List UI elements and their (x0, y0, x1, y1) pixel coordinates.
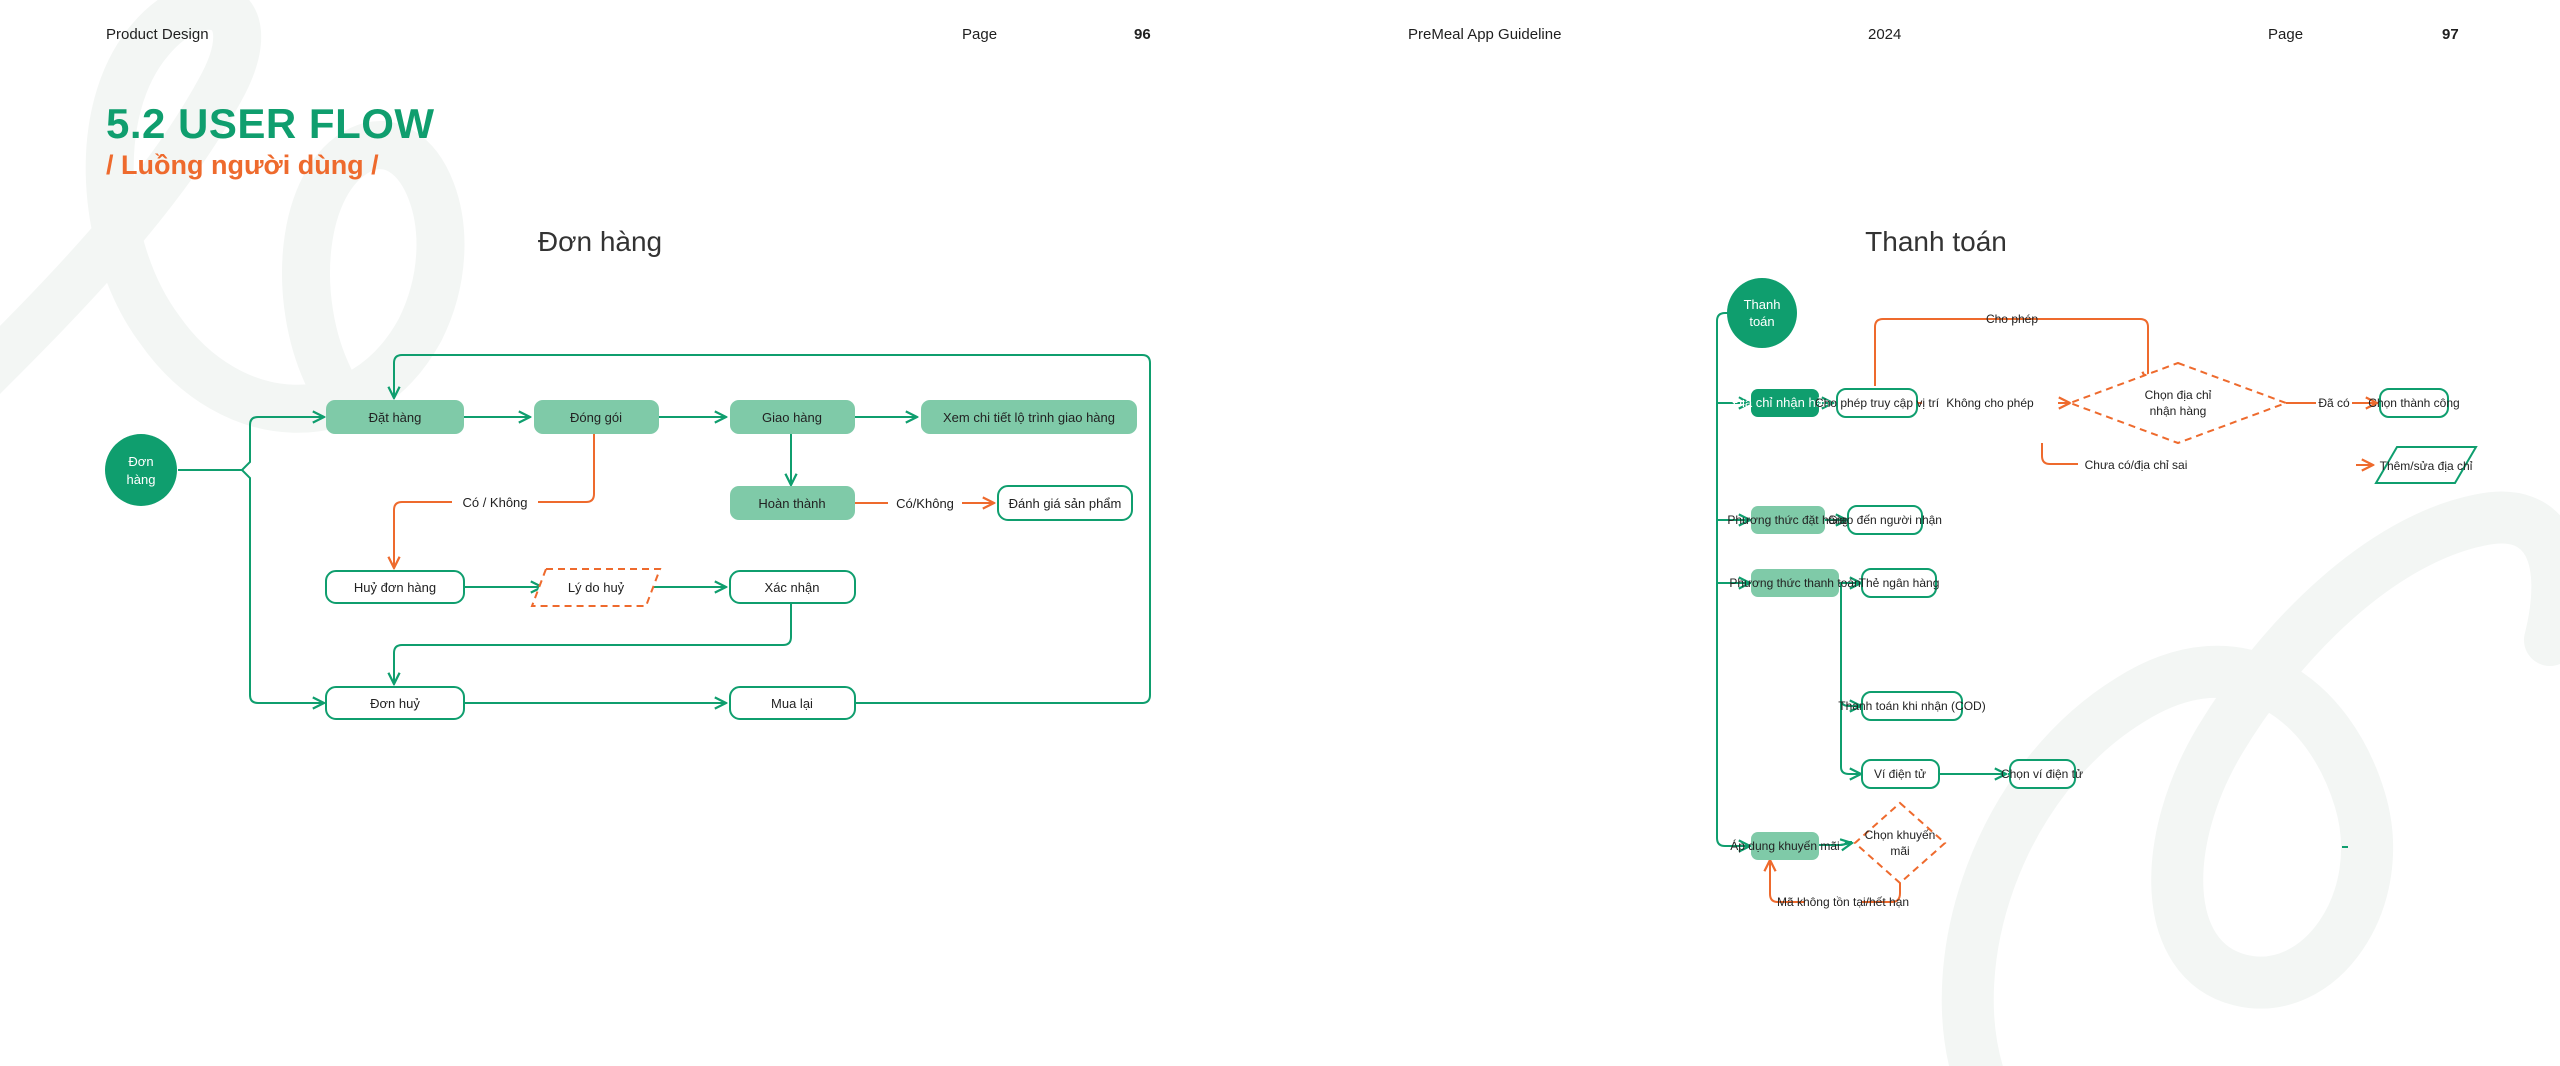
node-order-method (1751, 506, 1825, 534)
edge-start-to-cancelled (241, 469, 324, 703)
header-page-label: Page (962, 26, 998, 43)
edge-promo-invalid (1862, 866, 1901, 903)
node-payment-method (1751, 569, 1839, 597)
node-packing-label: Đóng gói (570, 410, 622, 425)
edge-label-has: Đã có (2318, 396, 2350, 410)
order-start-node (105, 434, 177, 506)
edge-label-yes-no-2: Có/Không (896, 496, 954, 511)
node-order-method-label: Phương thức đặt hàng (1727, 513, 1848, 527)
node-cancel-reason (530, 568, 662, 607)
node-delivery-label: Giao hàng (762, 410, 822, 425)
node-bank-card-label: Thẻ ngân hàng (1859, 576, 1940, 590)
header-page-number-right: 97 (2442, 26, 2459, 43)
node-cod (1861, 691, 1963, 721)
node-choose-promo (1853, 801, 1947, 885)
header-page-label-right: Page (2268, 26, 2304, 43)
node-cancel-order (325, 570, 465, 604)
node-choose-ewallet (2009, 759, 2076, 789)
node-rate-product (997, 485, 1133, 521)
edge-buy-again-loop (394, 354, 1151, 704)
node-buy-again-label: Mua lại (771, 696, 813, 711)
node-view-delivery-label: Xem chi tiết lộ trình giao hàng (943, 410, 1115, 425)
payment-flow-title: Thanh toán (1865, 226, 2007, 257)
node-ewallet-label: Ví điện tử (1874, 767, 1926, 781)
edge-label-none-or-wrong: Chưa có/địa chỉ sai (2085, 458, 2188, 472)
node-choose-address-label-1: Chọn địa chỉ (2145, 388, 2212, 402)
node-cancelled-order (325, 686, 465, 720)
node-place-order-label: Đặt hàng (369, 410, 422, 425)
node-bank-card (1861, 568, 1937, 598)
node-apply-promo-label: Áp dụng khuyến mãi (1730, 838, 1839, 853)
payment-flow-edges (1716, 312, 2021, 846)
node-confirm-label: Xác nhận (765, 580, 820, 595)
order-start-label-1: Đơn (128, 454, 153, 469)
node-cancel-order-label: Huỷ đơn hàng (354, 580, 436, 595)
background-decoration-right (1941, 491, 2560, 1066)
edge-choose-to-none (2041, 443, 2078, 465)
payment-flow-main-edges (1819, 774, 2006, 845)
order-flow-edges (178, 354, 1151, 704)
node-complete-label: Hoàn thành (758, 496, 825, 511)
edge-promo-arrow (1840, 843, 1852, 845)
edge-payment-to-ewallet (1840, 690, 1861, 774)
node-delivery-address-label: Địa chỉ nhận hàng (1733, 395, 1838, 410)
payment-start-label-2: toán (1749, 314, 1774, 329)
header-page-number: 96 (1134, 26, 1151, 43)
node-payment-method-label: Phương thức thanh toán (1729, 576, 1860, 590)
section-title: 5.2 USER FLOW (106, 100, 435, 147)
node-choose-ewallet-label: Chọn ví điện tử (2001, 767, 2083, 781)
payment-flow-orange-edges (1770, 318, 2377, 903)
node-choose-address (2067, 361, 2289, 445)
edge-allow-to-success (1874, 318, 2148, 386)
node-complete (730, 486, 855, 520)
order-flow-diagram: Có / Không Có/Không Đơn hàng Đặt hàng Đó… (105, 354, 1151, 720)
node-delivery-address (1751, 389, 1819, 417)
node-choose-promo-label-1: Chọn khuyến (1865, 828, 1936, 842)
header-guide-name: PreMeal App Guideline (1408, 26, 1562, 43)
node-confirm (729, 570, 856, 604)
node-view-delivery (921, 400, 1137, 434)
node-delivery (730, 400, 855, 434)
edge-label-allow: Cho phép (1986, 312, 2038, 326)
header-year: 2024 (1868, 26, 1902, 43)
payment-flow-diagram: Cho phép Không cho phép Đã có Chưa có/đị… (1716, 278, 2560, 909)
node-choose-success (2379, 388, 2449, 418)
node-place-order (326, 400, 464, 434)
edge-start-to-place-order (241, 417, 324, 471)
edge-label-invalid-code: Mã không tồn tại/hết hạn (1777, 895, 1909, 909)
right-page: PreMeal App Guideline 2024 Page 97 Thanh… (1280, 0, 2560, 1066)
edge-invalid-back (1770, 860, 1805, 903)
order-start-label-2: hàng (127, 472, 156, 487)
edge-label-yes-no: Có / Không (462, 495, 527, 510)
left-page: Product Design Page 96 5.2 USER FLOW / L… (0, 0, 1151, 720)
node-cancel-reason-label: Lý do huỷ (568, 580, 625, 595)
header-section-name: Product Design (106, 26, 209, 43)
node-add-edit-address-label: Thêm/sửa địa chỉ (2380, 459, 2473, 473)
node-choose-promo-label-2: mãi (1890, 844, 1909, 858)
edge-confirm-to-cancelled (394, 604, 792, 684)
payment-flow-nodes: Địa chỉ nhận hàng Cho phép truy cập vị t… (1727, 361, 2478, 885)
section-subtitle: / Luồng người dùng / (106, 150, 379, 180)
node-apply-promo (1751, 832, 1819, 860)
node-allow-location-label: Cho phép truy cập vị trí (1815, 396, 1940, 410)
edge-label-not-allow: Không cho phép (1946, 396, 2034, 410)
payment-start-node (1727, 278, 1797, 348)
payment-start-label-1: Thanh (1744, 297, 1781, 312)
node-cod-label: Thanh toán khi nhận (COD) (1838, 699, 1985, 713)
node-packing (534, 400, 659, 434)
node-rate-product-label: Đánh giá sản phẩm (1009, 496, 1122, 511)
node-allow-location (1836, 388, 1918, 418)
node-deliver-to-recipient-label: Giao đến người nhận (1828, 513, 1942, 527)
node-buy-again (729, 686, 856, 720)
node-deliver-to-recipient (1847, 505, 1923, 535)
node-ewallet (1861, 759, 1940, 789)
order-flow-title: Đơn hàng (537, 226, 663, 257)
node-add-edit-address (2374, 446, 2478, 484)
background-decoration (0, 0, 465, 433)
node-choose-success-label: Chọn thành công (2368, 396, 2459, 410)
node-choose-address-label-2: nhận hàng (2150, 404, 2207, 418)
edge-start-trunk (1716, 312, 1750, 846)
node-cancelled-order-label: Đơn huỷ (370, 696, 420, 711)
